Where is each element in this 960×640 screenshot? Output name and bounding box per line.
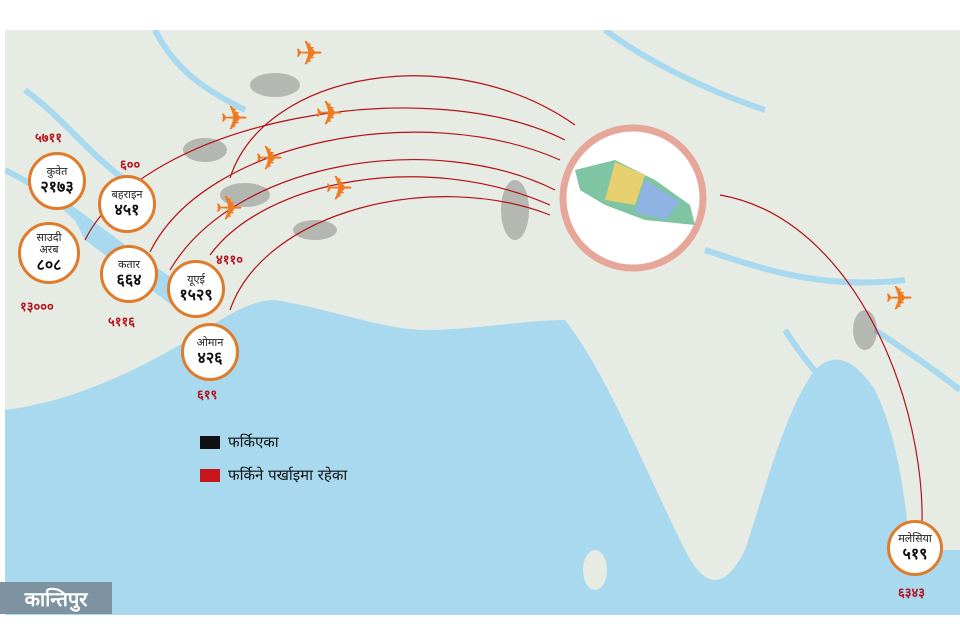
country-saudi-arabia: साउदी अरब ८०८ [18, 222, 80, 284]
legend-label: फर्किने पर्खाइमा रहेका [228, 466, 348, 484]
svg-text:✈: ✈ [215, 189, 244, 229]
returned-count: १५२९ [179, 285, 213, 305]
country-name: बहराइन [111, 188, 143, 202]
svg-text:✈: ✈ [885, 279, 914, 319]
plane-icons: ✈✈✈ ✈✈✈ ✈ [215, 34, 914, 319]
country-name: यूएई [187, 273, 205, 287]
country-uae: यूएई १५२९ [167, 260, 225, 318]
waiting-count: ६०० [120, 158, 141, 173]
svg-text:✈: ✈ [325, 169, 354, 209]
country-name: ओमान [196, 336, 224, 350]
flight-arrows [84, 75, 923, 551]
svg-text:✈: ✈ [295, 34, 324, 74]
country-name: कुवेत [46, 165, 68, 179]
waiting-count: ४११० [216, 253, 244, 268]
country-bahrain: बहराइन ४५१ [98, 175, 156, 233]
kantipur-logo: कान्तिपुर [0, 582, 112, 614]
waiting-count: ६३४३ [898, 586, 926, 601]
waiting-count: ५११६ [108, 315, 136, 330]
waiting-count: ६१९ [197, 388, 218, 403]
sri-lanka [583, 550, 607, 590]
returned-count: ४५१ [114, 200, 140, 220]
returned-count: ८०८ [36, 255, 62, 275]
svg-text:✈: ✈ [315, 94, 344, 134]
svg-text:✈: ✈ [220, 99, 249, 139]
returned-count: ६६४ [116, 270, 142, 290]
nepal-focus [559, 124, 707, 272]
waiting-count: १३००० [20, 300, 54, 315]
legend-returned: फर्किएका [200, 432, 279, 452]
base-map: ✈✈✈ ✈✈✈ ✈ [5, 30, 960, 615]
country-oman: ओमान ४२६ [181, 323, 239, 381]
waiting-count: ५७११ [35, 131, 63, 146]
svg-text:✈: ✈ [255, 139, 284, 179]
legend-waiting: फर्किने पर्खाइमा रहेका [200, 465, 347, 485]
legend-label: फर्किएका [228, 433, 279, 451]
arabian-sea [5, 300, 960, 615]
country-kuwait: कुवेत २१७३ [28, 152, 86, 210]
country-malaysia: मलेसिया ५१९ [887, 520, 943, 576]
country-name: मलेसिया [898, 532, 932, 546]
country-qatar: कतार ६६४ [100, 245, 158, 303]
returned-count: ५१९ [902, 544, 928, 564]
legend-swatch-black [200, 435, 220, 449]
returned-count: ४२६ [197, 348, 223, 368]
legend-swatch-red [200, 468, 220, 482]
country-name: साउदी अरब [36, 231, 62, 257]
returned-count: २१७३ [40, 177, 74, 197]
country-name: कतार [117, 258, 141, 272]
